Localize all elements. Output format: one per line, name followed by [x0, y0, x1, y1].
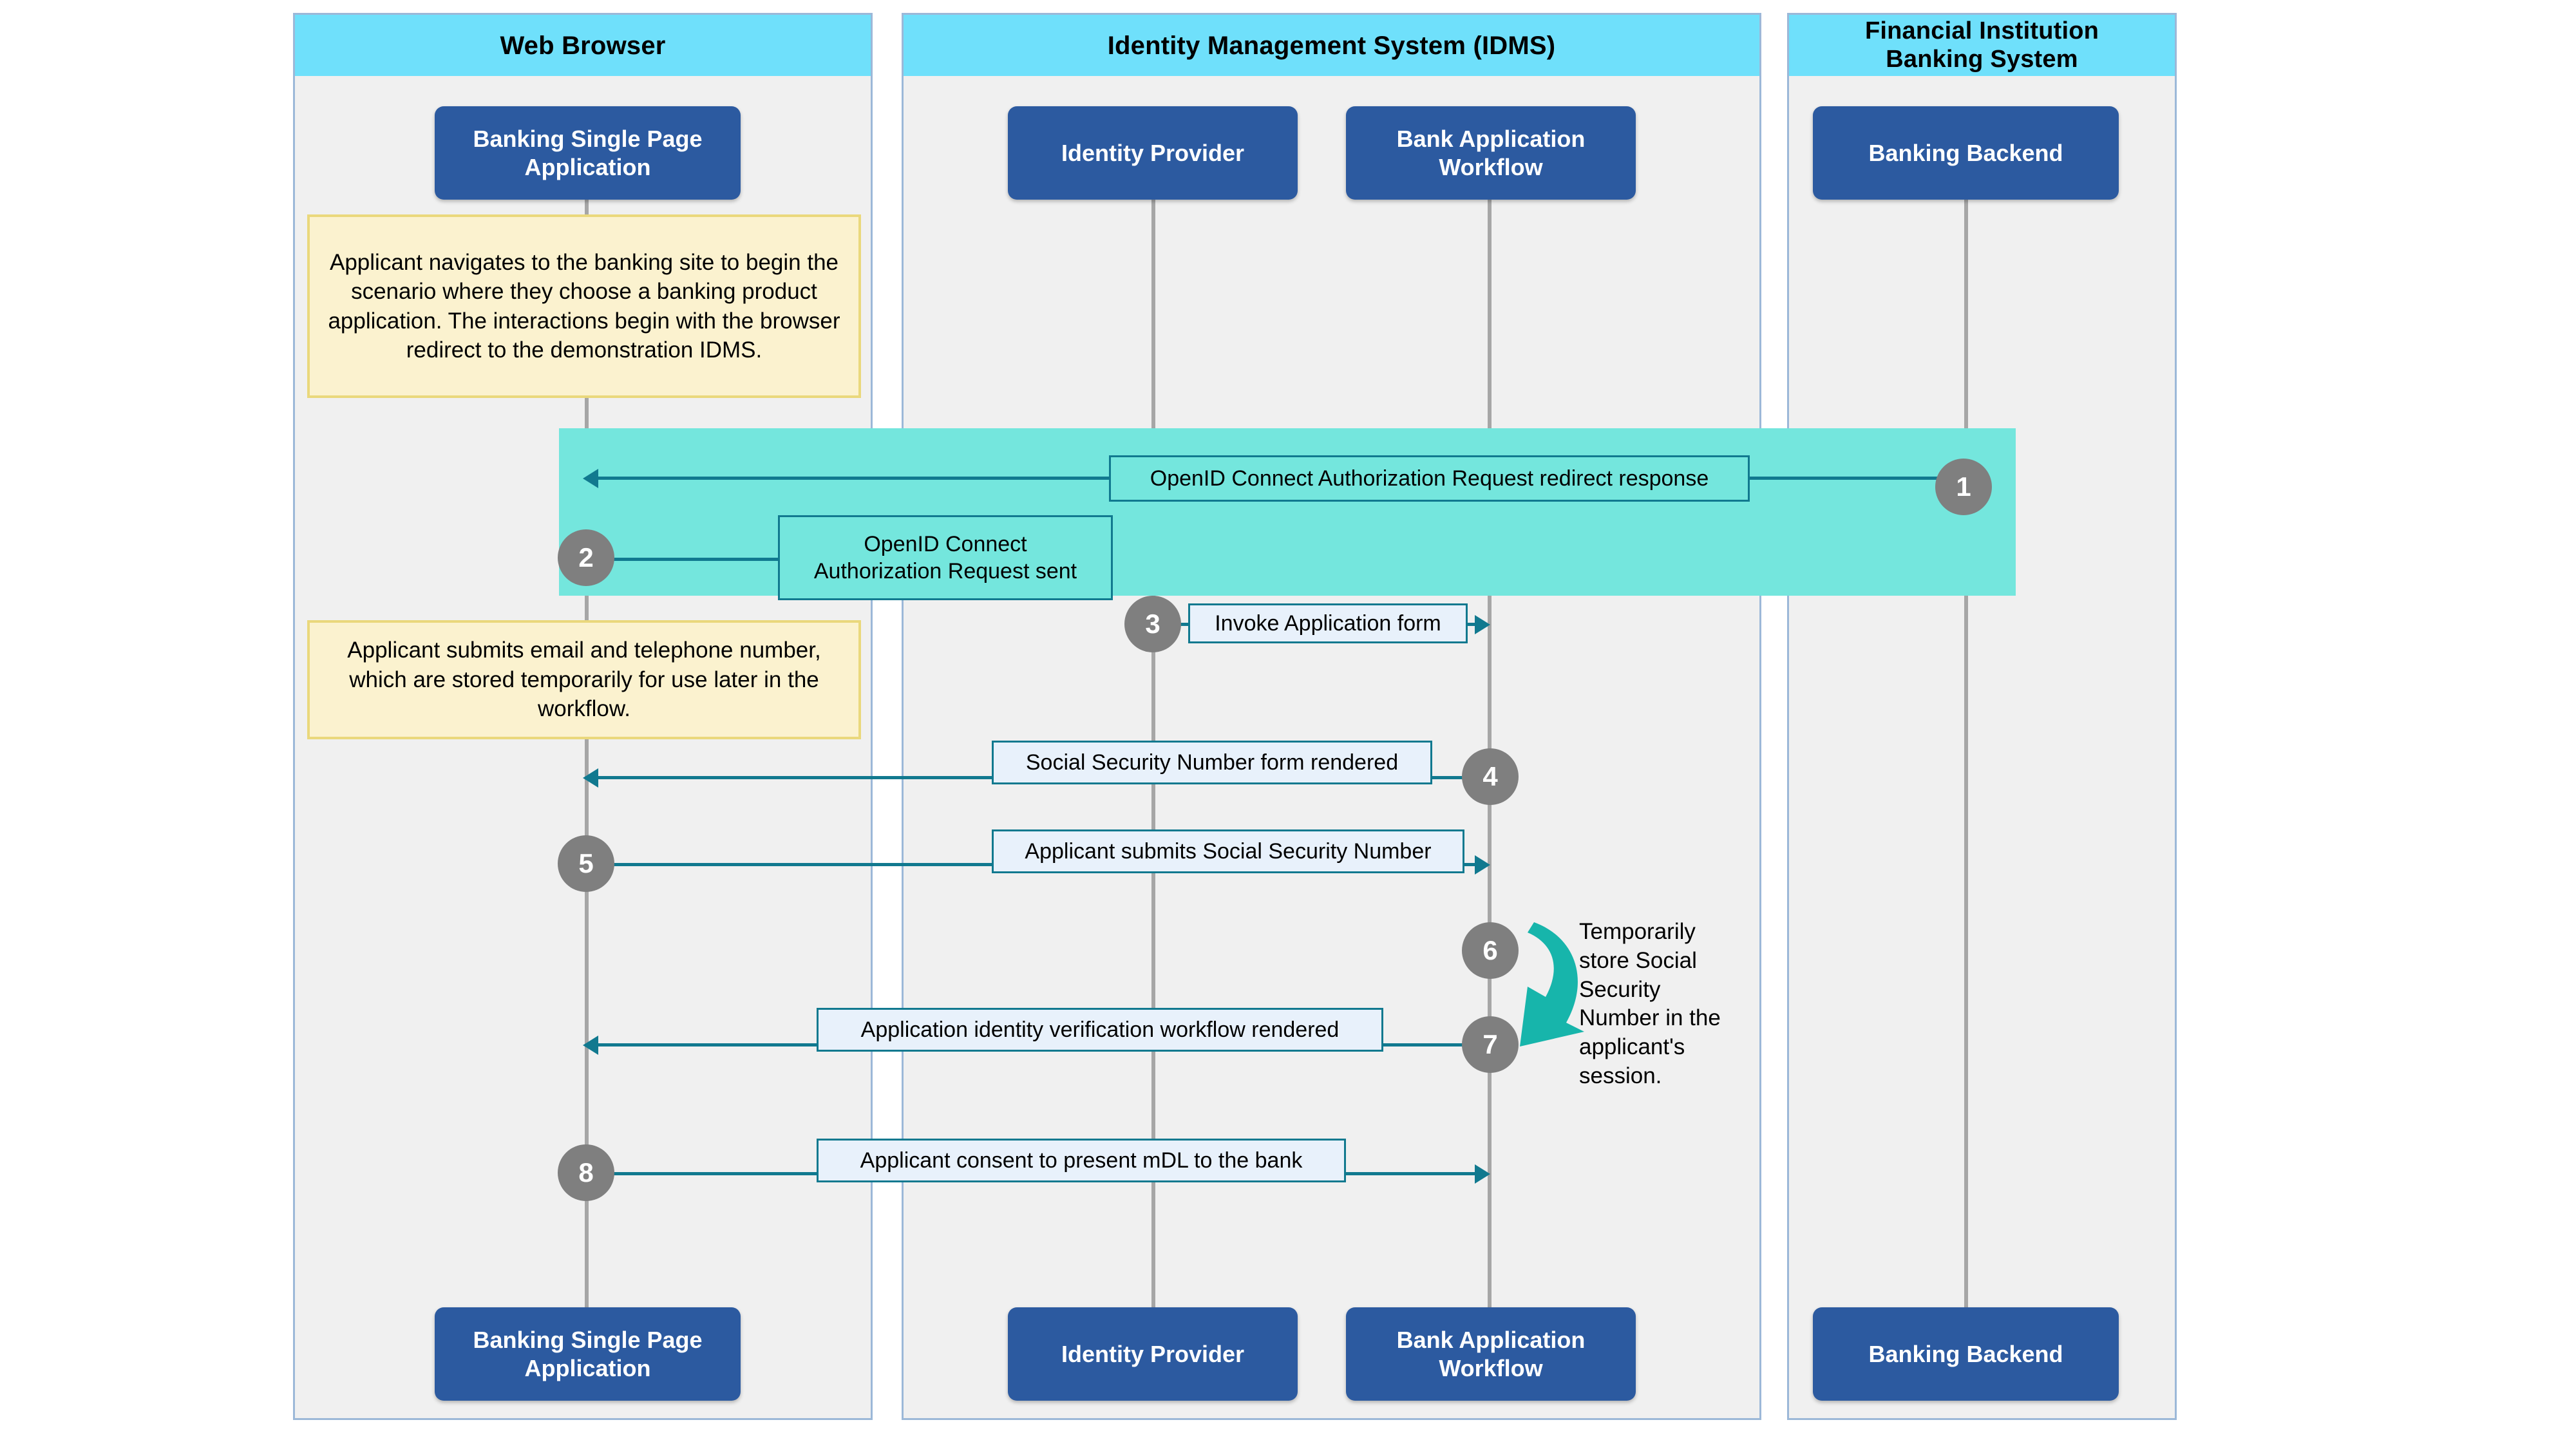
actor-label-identity-provider-bottom: Identity Provider: [1061, 1340, 1245, 1367]
message-3-arrowhead: [1475, 615, 1490, 634]
actor-label-spa-bottom-line2: Application: [524, 1354, 651, 1381]
step-marker-2[interactable]: 2: [558, 529, 614, 586]
swimlane-title-idms: Identity Management System (IDMS): [1107, 31, 1556, 60]
swimlane-title-fi-line1: Financial Institution: [1864, 17, 2099, 44]
step-marker-5[interactable]: 5: [558, 835, 614, 892]
note-applicant-navigates: Applicant navigates to the banking site …: [307, 214, 861, 398]
actor-label-baw-line1: Bank Application: [1396, 126, 1586, 153]
note-1-text: Applicant navigates to the banking site …: [328, 249, 840, 363]
message-8-text: Applicant consent to present mDL to the …: [860, 1148, 1303, 1173]
message-7-arrowhead: [583, 1036, 598, 1055]
message-4-arrowhead: [583, 768, 598, 788]
message-2-label: OpenID Connect Authorization Request sen…: [778, 515, 1113, 600]
swimlane-financial-institution: Financial Institution Banking System: [1787, 13, 2177, 1420]
message-6-label-text: Temporarily store Social Security Number…: [1579, 919, 1721, 1088]
actor-identity-provider-bottom[interactable]: Identity Provider: [1008, 1307, 1298, 1401]
swimlane-header-web-browser: Web Browser: [295, 15, 871, 76]
message-8-label: Applicant consent to present mDL to the …: [817, 1139, 1346, 1182]
message-6-selfloop-arrow: [1520, 922, 1584, 1046]
message-1-text: OpenID Connect Authorization Request red…: [1150, 466, 1709, 491]
message-3-text: Invoke Application form: [1215, 611, 1441, 636]
step-marker-1[interactable]: 1: [1935, 459, 1992, 515]
message-8-arrowhead: [1475, 1164, 1490, 1184]
actor-identity-provider-top[interactable]: Identity Provider: [1008, 106, 1298, 200]
step-marker-3[interactable]: 3: [1124, 596, 1181, 652]
message-1-label: OpenID Connect Authorization Request red…: [1109, 455, 1750, 502]
message-7-label: Application identity verification workfl…: [817, 1008, 1383, 1052]
message-2-text-line1: OpenID Connect: [864, 531, 1027, 556]
lifeline-banking-backend: [1964, 200, 1968, 1307]
step-marker-6-number: 6: [1482, 935, 1498, 965]
actor-label-identity-provider: Identity Provider: [1061, 139, 1245, 166]
step-marker-2-number: 2: [578, 542, 594, 573]
message-5-arrowhead: [1475, 855, 1490, 875]
actor-banking-backend-bottom[interactable]: Banking Backend: [1813, 1307, 2119, 1401]
actor-label-spa-line1: Banking Single Page: [473, 126, 703, 153]
step-marker-4[interactable]: 4: [1462, 748, 1519, 805]
step-marker-3-number: 3: [1145, 609, 1160, 639]
message-1-arrowhead: [583, 469, 598, 488]
message-4-label: Social Security Number form rendered: [992, 741, 1432, 784]
message-2-line: [585, 558, 791, 561]
swimlane-title-web-browser: Web Browser: [500, 31, 666, 60]
message-5-label: Applicant submits Social Security Number: [992, 829, 1464, 873]
step-marker-4-number: 4: [1482, 761, 1498, 791]
step-marker-7-number: 7: [1482, 1029, 1498, 1059]
actor-label-baw-bottom-line1: Bank Application: [1396, 1327, 1586, 1354]
actor-label-spa-line2: Application: [524, 153, 651, 180]
actor-banking-spa-top[interactable]: Banking Single Page Application: [435, 106, 741, 200]
message-5-text: Applicant submits Social Security Number: [1025, 838, 1432, 864]
note-2-text: Applicant submits email and telephone nu…: [347, 638, 821, 722]
message-2-text-line2: Authorization Request sent: [813, 559, 1077, 583]
message-4-text: Social Security Number form rendered: [1025, 750, 1399, 775]
swimlane-header-idms: Identity Management System (IDMS): [904, 15, 1759, 76]
actor-banking-backend-top[interactable]: Banking Backend: [1813, 106, 2119, 200]
message-7-text: Application identity verification workfl…: [860, 1017, 1340, 1042]
lifeline-banking-spa: [585, 200, 589, 1307]
swimlane-title-fi-line2: Banking System: [1886, 45, 2078, 73]
swimlane-idms: Identity Management System (IDMS): [902, 13, 1761, 1420]
actor-label-spa-bottom-line1: Banking Single Page: [473, 1327, 703, 1354]
step-marker-8[interactable]: 8: [558, 1144, 614, 1201]
actor-label-banking-backend-bottom: Banking Backend: [1868, 1340, 2063, 1367]
message-6-text: Temporarily store Social Security Number…: [1579, 918, 1743, 1091]
note-applicant-submits-email: Applicant submits email and telephone nu…: [307, 620, 861, 739]
actor-bank-application-workflow-bottom[interactable]: Bank Application Workflow: [1346, 1307, 1636, 1401]
step-marker-1-number: 1: [1956, 471, 1971, 502]
actor-banking-spa-bottom[interactable]: Banking Single Page Application: [435, 1307, 741, 1401]
step-marker-5-number: 5: [578, 848, 594, 878]
step-marker-6[interactable]: 6: [1462, 922, 1519, 979]
actor-label-baw-bottom-line2: Workflow: [1439, 1354, 1543, 1381]
actor-label-banking-backend: Banking Backend: [1868, 139, 2063, 166]
message-3-label: Invoke Application form: [1188, 603, 1468, 643]
actor-bank-application-workflow-top[interactable]: Bank Application Workflow: [1346, 106, 1636, 200]
step-marker-8-number: 8: [578, 1157, 594, 1188]
swimlane-header-financial-institution: Financial Institution Banking System: [1789, 15, 2175, 76]
actor-label-baw-line2: Workflow: [1439, 153, 1543, 180]
step-marker-7[interactable]: 7: [1462, 1016, 1519, 1073]
